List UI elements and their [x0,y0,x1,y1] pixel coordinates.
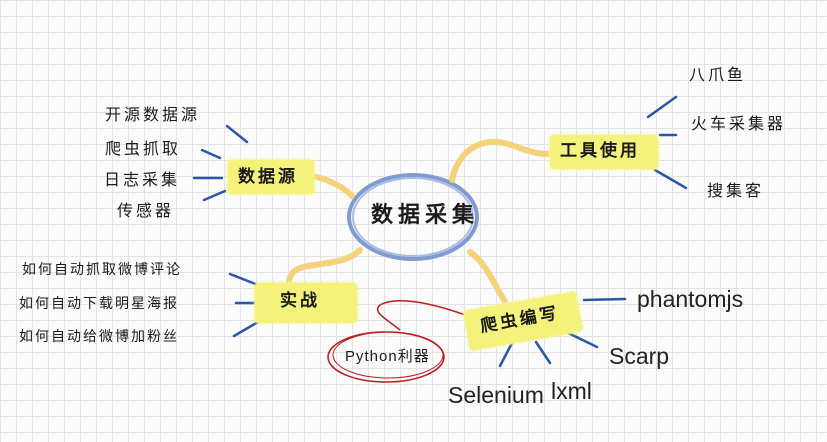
highlight-practice [255,283,357,323]
leaf-crawler-phantomjs: phantomjs [637,286,744,312]
leaf-sources-4: 传感器 [117,201,175,220]
center-node-label: 数据采集 [371,203,480,228]
leaf-line-crawler-selenium [498,341,514,368]
note-python-tool: Python利器 [345,348,430,365]
leaf-sources-3: 日志采集 [104,170,181,189]
leaf-line-sources-4 [202,189,227,202]
note-pointer-line [376,300,469,331]
branch-label-practice: 实战 [280,291,320,311]
branch-label-tools: 工具使用 [560,141,640,161]
center-node-ring-inner [352,177,474,257]
branch-label-sources: 数据源 [238,167,298,187]
leaf-crawler-lxml: lxml [551,378,592,404]
leaf-tools-2: 火车采集器 [691,114,787,133]
note-ring-second-stroke [332,331,444,379]
leaf-practice-1: 如何自动抓取微博评论 [22,262,182,278]
leaf-sources-1: 开源数据源 [105,105,201,124]
highlight-tools [550,135,658,169]
leaf-line-sources-1 [225,124,249,144]
branch-curve-sources [310,173,355,199]
leaf-tools-3: 搜集客 [707,181,765,200]
leaf-crawler-selenium: Selenium [448,382,544,408]
leaf-line-crawler-lxml [534,340,552,365]
leaf-sources-2: 爬虫抓取 [105,139,182,158]
leaf-tools-1: 八爪鱼 [689,65,747,84]
center-node-ring [347,173,479,261]
leaf-line-tools-3 [653,168,688,190]
leaf-line-practice-3 [232,320,260,338]
leaf-line-crawler-phantomjs [582,297,627,302]
highlight-sources [228,160,314,194]
leaf-practice-3: 如何自动给微博加粉丝 [19,329,179,345]
branch-curve-crawler [467,249,508,305]
leaf-crawler-scarp: Scarp [609,343,670,369]
branch-curve-practice [286,247,363,288]
branch-curve-tools [449,138,565,183]
leaf-line-practice-1 [228,272,260,287]
leaf-line-tools-1 [646,95,678,119]
leaf-line-sources-2 [200,148,222,160]
leaf-practice-2: 如何自动下载明星海报 [19,296,179,312]
